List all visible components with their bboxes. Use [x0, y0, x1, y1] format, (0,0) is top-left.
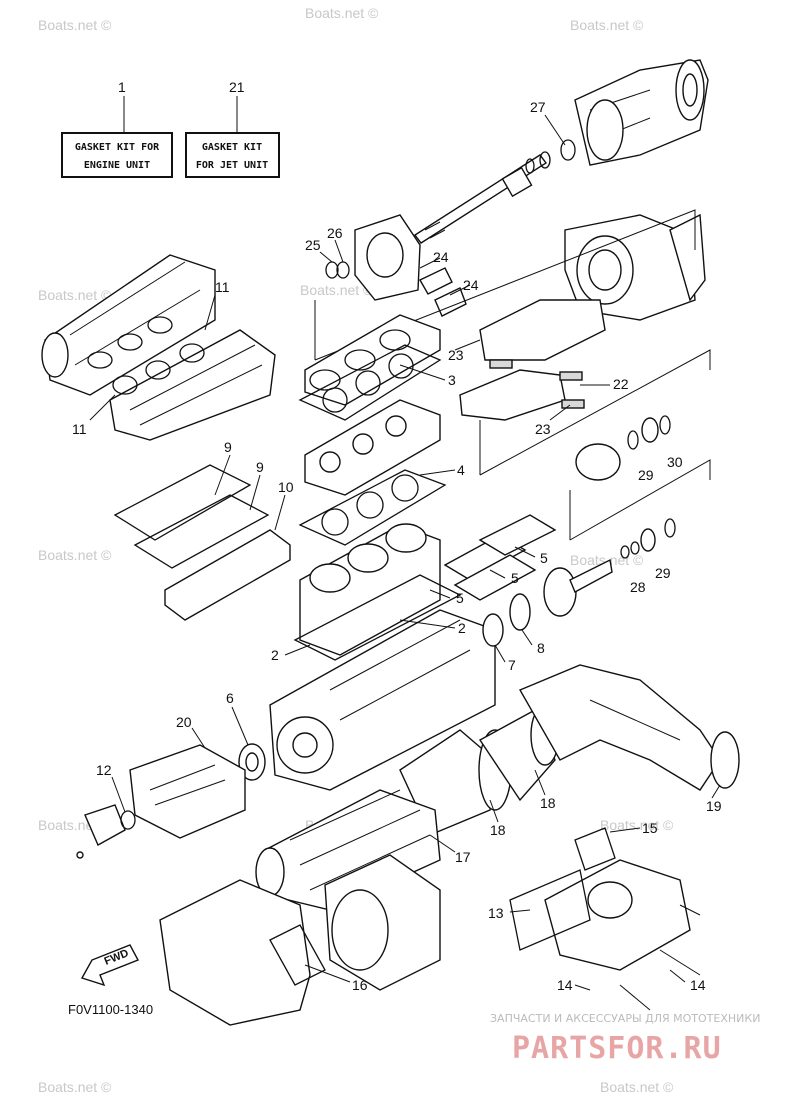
- callout-19: 19: [706, 798, 722, 814]
- leader-lines: [89, 114, 721, 991]
- callout-18b: 18: [490, 822, 506, 838]
- callout-2: 2: [458, 620, 466, 636]
- exhaust-manifold: [41, 254, 216, 396]
- watermark: Boats.net ©: [305, 5, 379, 21]
- callout-1: 1: [118, 79, 126, 95]
- watermark: Boats.net ©: [38, 1079, 112, 1095]
- cylinder-block: [299, 523, 441, 656]
- cover-plate: [129, 744, 246, 839]
- exhaust-chamber: [518, 664, 740, 791]
- watermark: Boats.net ©: [570, 17, 644, 33]
- head-gasket: [298, 344, 442, 421]
- callout-21: 21: [229, 79, 245, 95]
- callout-24: 24: [433, 249, 449, 265]
- callout-28: 28: [630, 579, 646, 595]
- kit-label-line2: FOR JET UNIT: [196, 160, 268, 171]
- coupler-and-bearings: [482, 415, 676, 647]
- callout-5c: 5: [456, 590, 464, 606]
- gasket-kit-jet: 21 GASKET KIT FOR JET UNIT: [185, 79, 280, 178]
- muffler-coupling: [399, 704, 560, 836]
- cylinder-head-cover: [304, 314, 441, 406]
- callout-8: 8: [537, 640, 545, 656]
- brand-subtitle: ЗАПЧАСТИ И АКСЕССУАРЫ ДЛЯ МОТОТЕХНИКИ: [490, 1012, 760, 1025]
- kit-label-line2: ENGINE UNIT: [84, 160, 150, 171]
- jet-pump-nozzle: [574, 59, 709, 166]
- callout-15: 15: [642, 820, 658, 836]
- kit-label-line1: GASKET KIT: [202, 142, 262, 153]
- callout-5b: 5: [511, 570, 519, 586]
- crankcase-gasket: [293, 574, 462, 661]
- jet-mount-bracket: [459, 299, 606, 421]
- callout-4: 4: [457, 462, 465, 478]
- watermark: Boats.net ©: [600, 1079, 674, 1095]
- watermark: Boats.net ©: [38, 547, 112, 563]
- callout-14: 14: [557, 977, 573, 993]
- callout-11b: 11: [72, 421, 87, 437]
- water-box-gasket: [269, 924, 326, 986]
- kit-label-line1: GASKET KIT FOR: [75, 142, 160, 153]
- callout-20: 20: [176, 714, 192, 730]
- callout-23: 23: [448, 347, 464, 363]
- cylinder-head: [304, 399, 441, 496]
- callout-29: 29: [638, 467, 654, 483]
- watermark: Boats.net ©: [38, 17, 112, 33]
- callout-10: 10: [278, 479, 294, 495]
- gasket-kit-engine: 1 GASKET KIT FOR ENGINE UNIT: [61, 79, 173, 178]
- callout-6: 6: [226, 690, 234, 706]
- callout-30: 30: [667, 454, 683, 470]
- callout-3: 3: [448, 372, 456, 388]
- callout-2b: 2: [271, 647, 279, 663]
- callout-26: 26: [327, 225, 343, 241]
- callout-18: 18: [540, 795, 556, 811]
- water-box: [159, 854, 441, 1026]
- diagram-code: F0V1100-1340: [68, 1002, 153, 1017]
- crankcase: [269, 609, 496, 791]
- callout-17: 17: [455, 849, 471, 865]
- callout-29b: 29: [655, 565, 671, 581]
- callouts: 27 26 25 24 24 11 11 3 23 22 23 4 9 9 10…: [72, 99, 722, 993]
- watermark: Boats.net ©: [570, 552, 644, 568]
- callout-9: 9: [224, 439, 232, 455]
- callout-23b: 23: [535, 421, 551, 437]
- callout-25: 25: [305, 237, 321, 253]
- reed-valve-gaskets: [113, 464, 557, 621]
- drive-shaft: [413, 139, 576, 244]
- callout-11: 11: [215, 279, 230, 295]
- callout-14b: 14: [690, 977, 706, 993]
- watermark: Boats.net ©: [38, 287, 112, 303]
- fwd-arrow-icon: FWD: [80, 944, 139, 987]
- brand-name: PARTSFOR.RU: [512, 1031, 722, 1066]
- exhaust-elbow: [509, 827, 691, 971]
- callout-27: 27: [530, 99, 546, 115]
- callout-7: 7: [508, 657, 516, 673]
- pump-housing: [564, 213, 706, 321]
- watermark: Boats.net ©: [300, 282, 374, 298]
- bolts: [619, 904, 701, 1011]
- cylinder-gasket: [298, 469, 447, 546]
- callout-12: 12: [96, 762, 112, 778]
- callout-16: 16: [352, 977, 368, 993]
- callout-22: 22: [613, 376, 629, 392]
- watermark: Boats.net ©: [600, 817, 674, 833]
- callout-5: 5: [540, 550, 548, 566]
- callout-13: 13: [488, 905, 504, 921]
- brand-watermark: ЗАПЧАСТИ И АКСЕССУАРЫ ДЛЯ МОТОТЕХНИКИ PA…: [490, 1012, 760, 1066]
- exhaust-pipe: [109, 329, 276, 441]
- intake-housing: [325, 214, 467, 317]
- fuel-pump: [76, 804, 136, 859]
- callout-9b: 9: [256, 459, 264, 475]
- callout-24b: 24: [463, 277, 479, 293]
